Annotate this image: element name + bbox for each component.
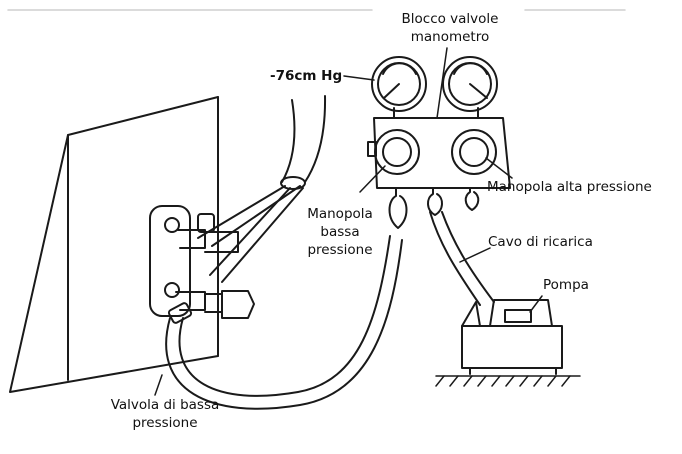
vacuum-pump: [461, 299, 563, 375]
low-pressure-gauge: [371, 56, 427, 112]
low-valve-label-line2: pressione: [132, 415, 198, 431]
vacuum-reading-label: -76cm Hg: [270, 68, 343, 84]
gauge-block-label: Blocco valvole manometro: [375, 10, 525, 46]
service-valves: [149, 205, 255, 324]
low-pressure-knob-label: Manopola bassa pressione: [290, 205, 390, 259]
manifold-block: [367, 107, 511, 189]
pump-label: Pompa: [543, 277, 589, 293]
charge-hose-label: Cavo di ricarica: [488, 234, 593, 250]
low-knob-label-line1: Manopola: [307, 206, 373, 222]
low-knob-label-line3: pressione: [307, 242, 373, 258]
ground-hatch: [435, 375, 581, 387]
low-valve-label-line1: Valvola di bassa: [110, 397, 220, 413]
refrigerant-pipes: [197, 95, 327, 283]
high-pressure-knob: [451, 129, 497, 175]
low-valve-label: Valvola di bassa pressione: [100, 396, 230, 432]
low-pressure-knob: [374, 129, 420, 175]
high-pressure-knob-label: Manopola alta pressione: [487, 179, 652, 195]
gauge-block-label-line2: manometro: [410, 29, 490, 45]
hose-connectors: [388, 187, 480, 229]
gauge-block-label-line1: Blocco valvole: [401, 11, 499, 27]
outdoor-unit: [9, 96, 219, 393]
high-pressure-gauge: [442, 56, 498, 112]
charging-hose: [429, 211, 495, 306]
low-knob-label-line2: bassa: [320, 224, 360, 240]
low-pressure-hose: [165, 235, 403, 410]
leader-lines: [154, 47, 543, 396]
